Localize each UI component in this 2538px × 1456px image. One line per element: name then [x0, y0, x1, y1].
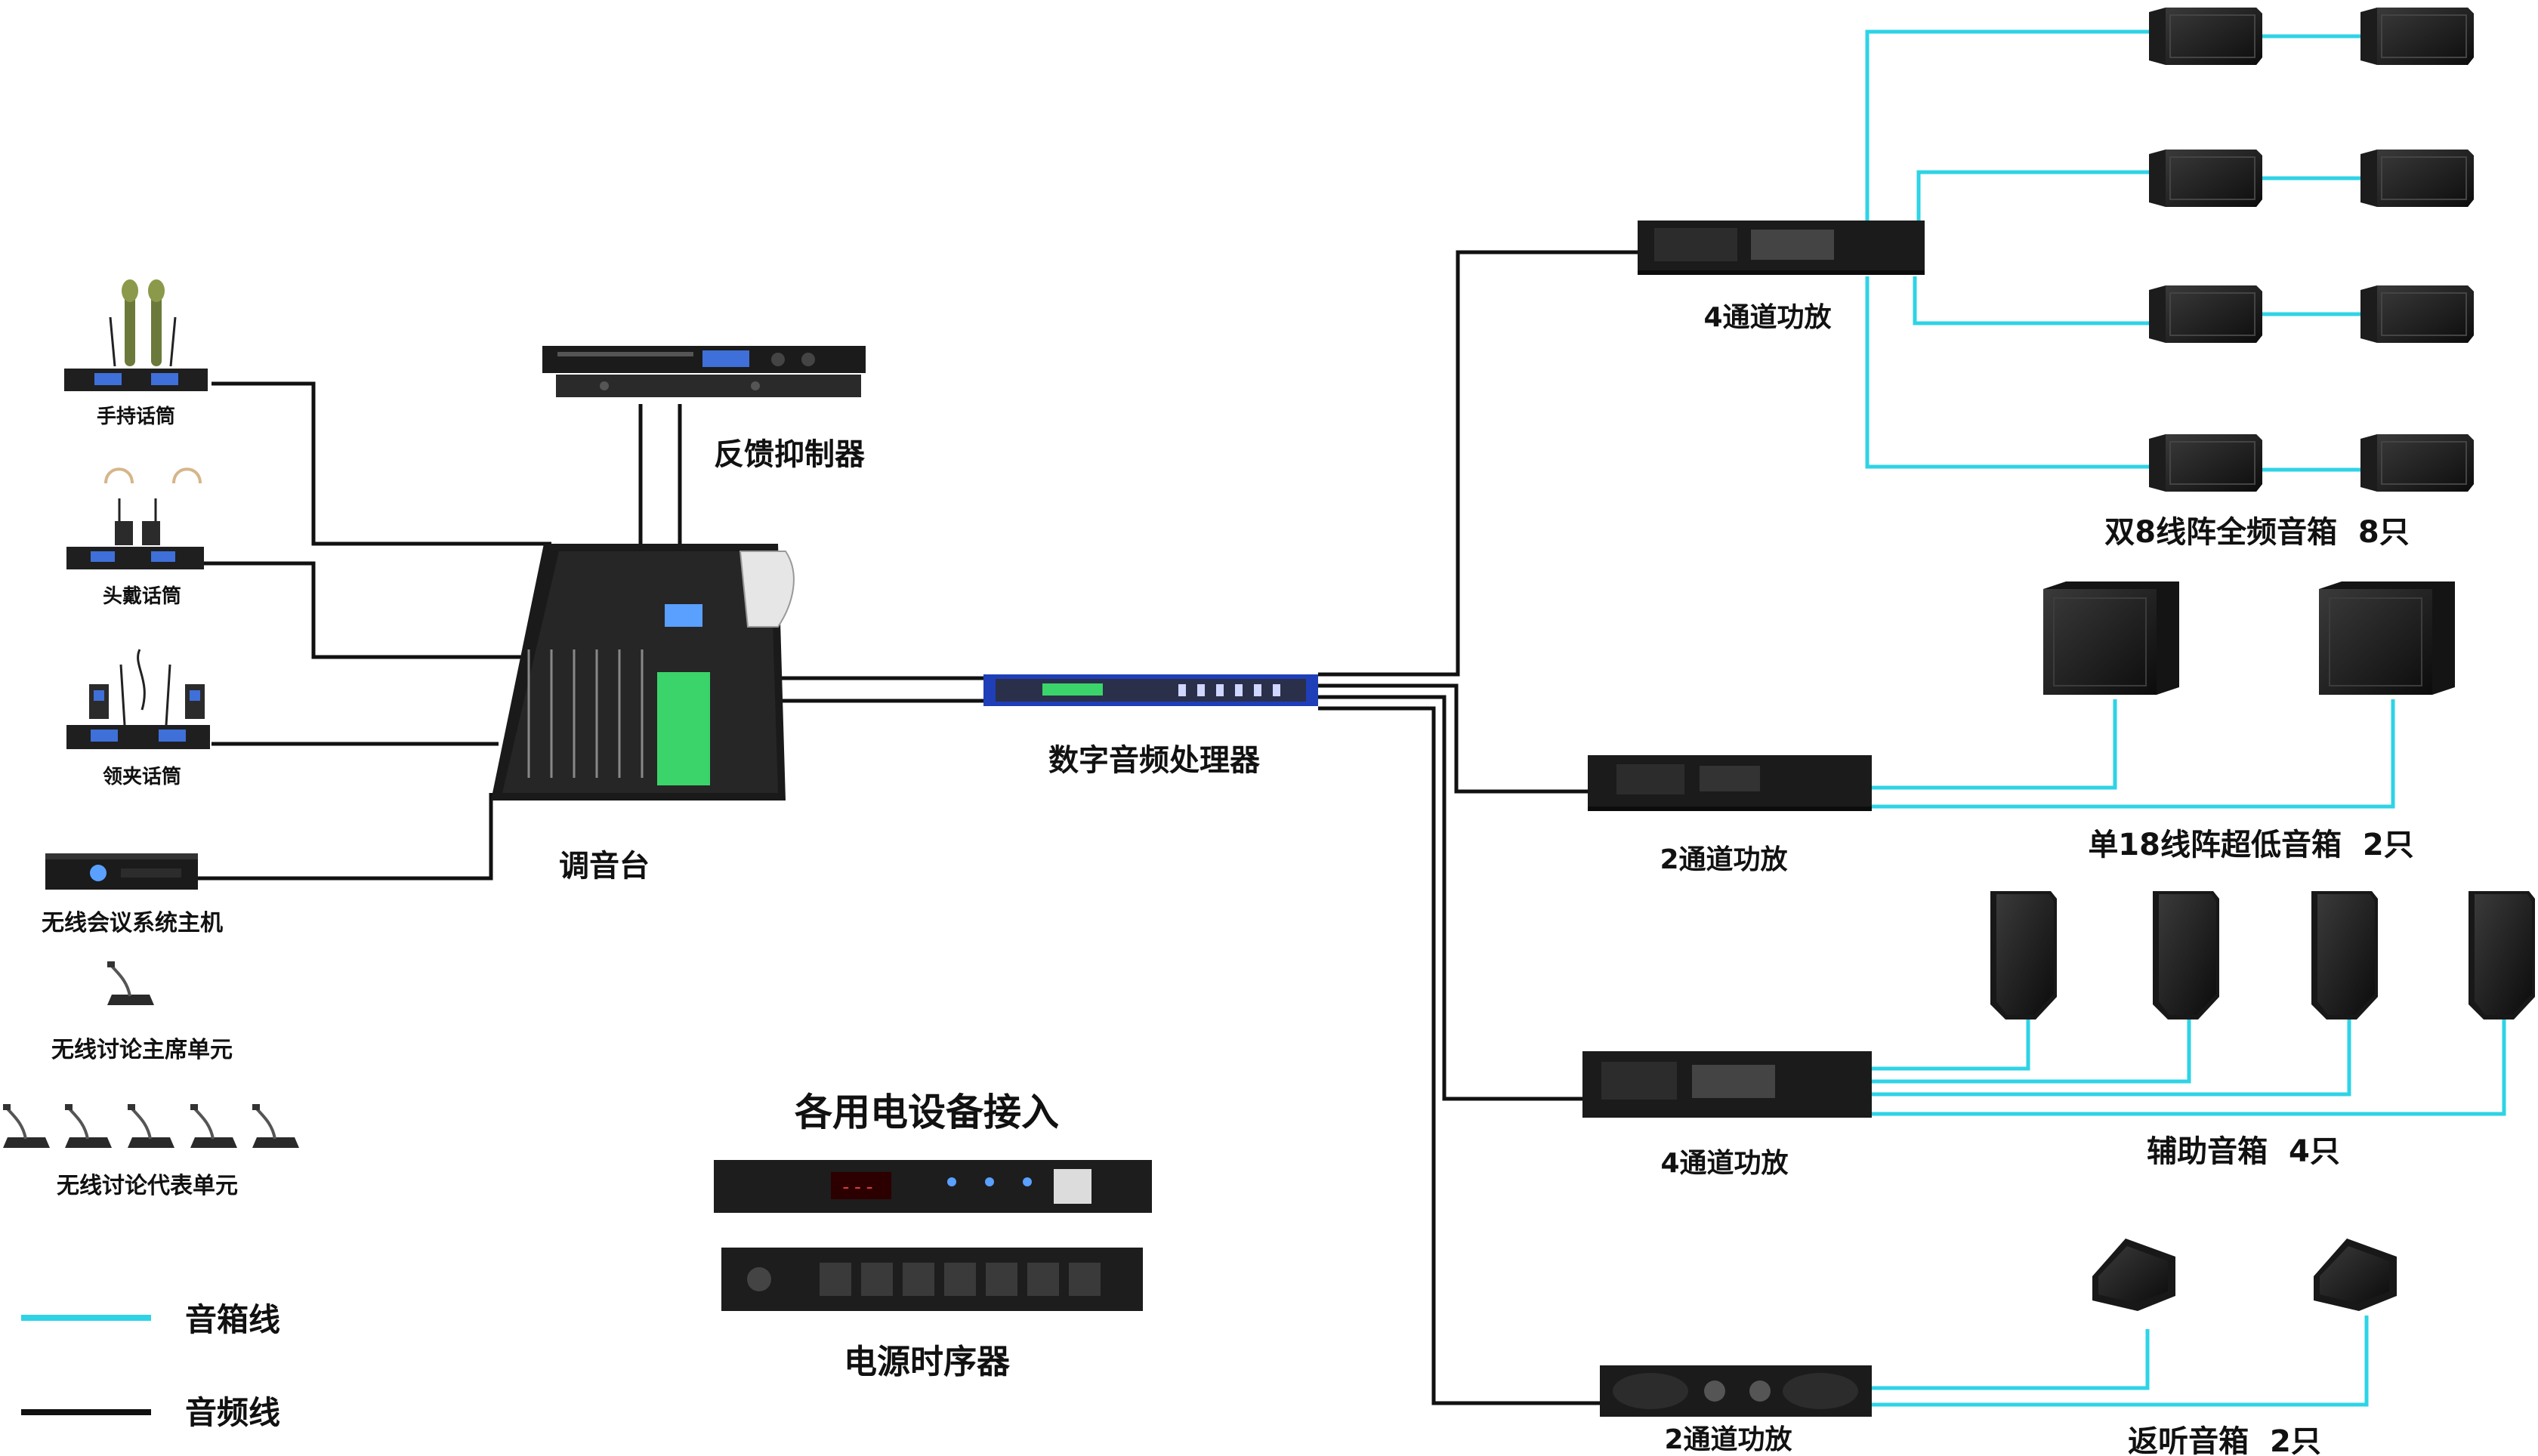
power-strip-device: ---	[714, 1160, 1152, 1213]
line-array-speakers	[2148, 7, 2475, 492]
speaker-cable	[1872, 1316, 2369, 1407]
audio-cable	[198, 793, 493, 881]
amp-2ch-sub	[1588, 755, 1872, 811]
speaker-cable	[1872, 699, 2395, 809]
audio-cables	[198, 250, 1638, 1405]
speaker-cable	[1913, 276, 2153, 325]
legend-speaker-cable-label: 音箱线	[185, 1301, 280, 1338]
power-sequencer-label: 电源时序器	[844, 1343, 1011, 1381]
audio-cable	[204, 561, 521, 659]
amp3-label: 4通道功放	[1660, 1148, 1788, 1179]
aux-speakers	[1990, 891, 2535, 1020]
chairman-unit-label: 无线讨论主席单元	[51, 1037, 233, 1063]
line-array-label: 双8线阵全频音箱 8只	[2104, 515, 2410, 550]
feedback-suppressor-label: 反馈抑制器	[714, 437, 866, 472]
labels: 手持话筒 头戴话筒 领夹话筒 无线会议系统主机 无线讨论主席单元 无线讨论代表单…	[42, 302, 2414, 1456]
speaker-cable	[1872, 1013, 2030, 1071]
lavalier-mic-label: 领夹话筒	[103, 765, 181, 788]
delegate-units-devices	[2, 1103, 301, 1149]
amp-4ch-aux	[1582, 1051, 1872, 1118]
headset-mic-receiver	[66, 467, 204, 569]
power-sequencer-device	[721, 1248, 1143, 1311]
audio-cable	[1318, 706, 1600, 1405]
dsp-label: 数字音频处理器	[1048, 743, 1261, 778]
conference-host-label: 无线会议系统主机	[42, 910, 223, 936]
mixer-label: 调音台	[559, 849, 650, 884]
amp1-label: 4通道功放	[1703, 302, 1831, 333]
audio-cable	[212, 381, 551, 546]
subwoofer-label: 单18线阵超低音箱 2只	[2088, 828, 2413, 862]
aux-label: 辅助音箱 4只	[2147, 1134, 2340, 1169]
feedback-suppressor-device	[542, 346, 866, 397]
svg-text:---: ---	[840, 1176, 875, 1198]
speaker-cable	[1872, 1013, 2351, 1097]
legend-audio-cable-label: 音频线	[185, 1394, 280, 1431]
monitor-label: 返听音箱 2只	[2128, 1424, 2321, 1456]
speaker-cable	[1872, 699, 2117, 790]
audio-cable	[1318, 250, 1638, 677]
power-heading: 各用电设备接入	[795, 1090, 1059, 1134]
mixer-device	[491, 544, 795, 800]
speaker-cables	[1865, 29, 2506, 1407]
legend	[21, 1315, 151, 1415]
speaker-cable	[1916, 170, 2153, 221]
chairman-unit-device	[106, 960, 156, 1007]
speaker-cable	[1872, 1013, 2191, 1084]
speaker-cable	[1872, 1329, 2150, 1390]
handheld-mic-receiver	[64, 279, 208, 391]
conference-host-unit	[45, 853, 198, 890]
audio-cable	[1318, 683, 1588, 794]
audio-cable	[1318, 695, 1582, 1101]
handheld-mic-label: 手持话筒	[97, 405, 175, 428]
speaker-cable	[1865, 29, 2153, 264]
speaker-cable	[1865, 276, 2153, 469]
lavalier-mic-receiver	[66, 649, 210, 749]
amp-4ch-top	[1638, 221, 1925, 275]
amp4-label: 2通道功放	[1664, 1424, 1792, 1455]
speaker-cable	[1872, 1013, 2506, 1116]
amp-2ch-monitor	[1600, 1365, 1872, 1417]
monitor-speakers	[2092, 1239, 2397, 1311]
dsp-device	[983, 674, 1318, 706]
amp2-label: 2通道功放	[1660, 844, 1787, 875]
subwoofer-speakers	[2042, 581, 2456, 696]
delegate-unit-label: 无线讨论代表单元	[57, 1173, 238, 1199]
headset-mic-label: 头戴话筒	[103, 585, 181, 608]
